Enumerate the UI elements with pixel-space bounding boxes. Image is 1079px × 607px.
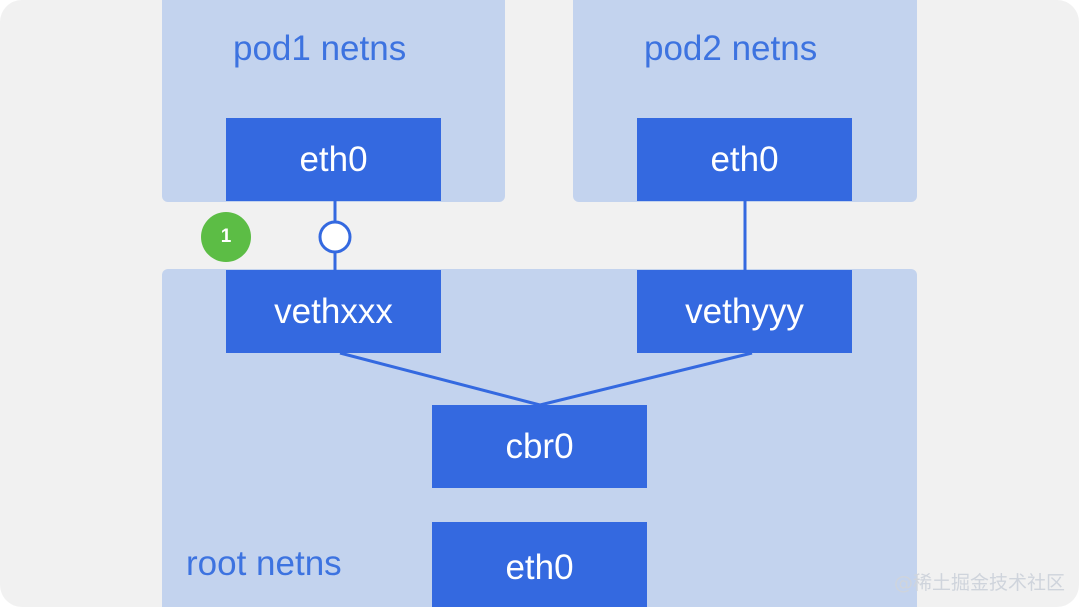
pod1-eth0-interface: eth0: [226, 118, 441, 201]
watermark: @稀土掘金技术社区: [893, 572, 1065, 594]
vethxxx-interface: vethxxx: [226, 270, 441, 353]
vethyyy-interface: vethyyy: [637, 270, 852, 353]
step-badge: 1: [201, 212, 251, 262]
pod1-namespace-label: pod1 netns: [233, 29, 407, 68]
pod2-eth0-interface: eth0: [637, 118, 852, 201]
cbr0-bridge: cbr0: [432, 405, 647, 488]
root-eth0-interface: eth0: [432, 522, 647, 607]
root-namespace-label: root netns: [186, 544, 342, 583]
pod2-namespace-label: pod2 netns: [644, 29, 818, 68]
packet-marker: [318, 220, 352, 254]
